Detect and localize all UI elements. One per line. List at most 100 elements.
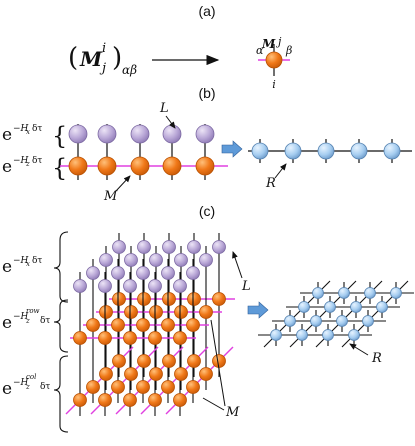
panel-c-M-row-node bbox=[162, 292, 176, 306]
panel-c-R-node bbox=[310, 315, 322, 327]
svg-text:e: e bbox=[2, 257, 12, 277]
panel-c-M-col-node bbox=[149, 367, 163, 381]
panel-c-R-node bbox=[336, 315, 348, 327]
svg-text:δτ: δτ bbox=[40, 382, 50, 392]
panel-c-L-node bbox=[174, 253, 188, 267]
svg-text:e: e bbox=[2, 313, 12, 333]
panel-c-M-col-node bbox=[199, 367, 213, 381]
panel-label-a: (a) bbox=[198, 3, 215, 19]
tensor-node-M bbox=[265, 51, 283, 69]
panel-b-L-pointer bbox=[165, 115, 176, 129]
panel-c-M-row-node bbox=[111, 318, 125, 332]
svg-text:δτ: δτ bbox=[32, 156, 42, 166]
panel-c-M-row-node bbox=[123, 331, 137, 345]
panel-b-L-node bbox=[97, 124, 117, 144]
svg-text:−H: −H bbox=[13, 312, 29, 322]
panel-label-c: (c) bbox=[199, 203, 215, 219]
panel-c-M-pointer-1 bbox=[210, 319, 226, 407]
panel-b-row-label-x: e −H x δτ { bbox=[2, 122, 67, 150]
svg-text:z: z bbox=[25, 317, 30, 325]
node-label-i: i bbox=[272, 78, 276, 91]
panel-c-L-node bbox=[112, 240, 126, 254]
panel-b-R-node bbox=[251, 142, 269, 160]
panel-c-M-row-node bbox=[112, 292, 126, 306]
panel-c-L-pointer bbox=[232, 251, 243, 279]
node-label-M: M bbox=[261, 37, 276, 51]
svg-text:{: { bbox=[52, 122, 67, 150]
panel-c-M-col-node bbox=[186, 380, 200, 394]
panel-c-R-node bbox=[350, 301, 362, 313]
panel-c-R-node bbox=[348, 329, 360, 341]
svg-text:row: row bbox=[26, 307, 40, 315]
panel-c-result-lattice bbox=[258, 280, 414, 348]
panel-c-M-row-node bbox=[98, 331, 112, 345]
panel-c-L-node bbox=[186, 266, 200, 280]
panel-c-M-col-node bbox=[112, 354, 126, 368]
panel-c-R-node bbox=[270, 329, 282, 341]
matrix-symbol: M bbox=[79, 47, 103, 71]
panel-b-R-node bbox=[317, 142, 335, 160]
panel-c-R-node bbox=[390, 287, 402, 299]
panel-b-M-node bbox=[195, 156, 215, 176]
svg-text:z: z bbox=[25, 383, 30, 391]
svg-text:e: e bbox=[2, 379, 12, 399]
panel-b-M-node bbox=[68, 156, 88, 176]
panel-c-M-row-node bbox=[99, 305, 113, 319]
panel-c-label-M: M bbox=[225, 405, 240, 420]
panel-c-label-L: L bbox=[241, 279, 251, 294]
panel-c-M-row-node bbox=[187, 292, 201, 306]
node-label-beta: β bbox=[285, 44, 292, 57]
svg-text:{: { bbox=[52, 154, 67, 182]
panel-c-M-pointer-2 bbox=[202, 397, 225, 411]
panel-b-transform-arrow bbox=[221, 140, 243, 158]
panel-c-R-node bbox=[362, 315, 374, 327]
panel-b-R-node bbox=[350, 142, 368, 160]
panel-c-M-row-node bbox=[124, 305, 138, 319]
panel-b-label-M: M bbox=[103, 189, 118, 204]
panel-c-R-node bbox=[298, 301, 310, 313]
panel-b-R-node bbox=[383, 142, 401, 160]
panel-c-M-col-node bbox=[99, 367, 113, 381]
svg-text:δτ: δτ bbox=[40, 316, 50, 326]
panel-b-M-node bbox=[130, 156, 150, 176]
panel-b-L-node bbox=[162, 124, 182, 144]
panel-c-transform-arrow bbox=[247, 301, 269, 319]
svg-text:e: e bbox=[2, 157, 12, 177]
panel-c-M-col-node bbox=[86, 380, 100, 394]
node-label-alpha: α bbox=[256, 44, 264, 57]
panel-c-R-node bbox=[364, 287, 376, 299]
panel-c-M-row-node bbox=[149, 305, 163, 319]
panel-c-R-node bbox=[338, 287, 350, 299]
panel-c-L-node bbox=[173, 279, 187, 293]
panel-c-L-node bbox=[162, 240, 176, 254]
panel-b-network bbox=[60, 124, 228, 180]
panel-c-M-row-node bbox=[173, 331, 187, 345]
panel-c-L-node bbox=[136, 266, 150, 280]
svg-text:δτ: δτ bbox=[32, 256, 42, 266]
panel-b-M-node bbox=[162, 156, 182, 176]
panel-c-L-node bbox=[149, 253, 163, 267]
panel-c-L-node bbox=[212, 240, 226, 254]
panel-c-M-row-node bbox=[136, 318, 150, 332]
panel-c-L-node bbox=[98, 279, 112, 293]
panel-c-M-col-node bbox=[111, 380, 125, 394]
panel-c-L-node bbox=[73, 279, 87, 293]
panel-c-M-row-node bbox=[86, 318, 100, 332]
panel-c-R-node bbox=[324, 301, 336, 313]
panel-c-R-node bbox=[312, 287, 324, 299]
matrix-subscript: αβ bbox=[122, 63, 137, 77]
panel-b-row-label-z: e −H z δτ { bbox=[2, 154, 67, 182]
panel-b-label-R: R bbox=[265, 176, 276, 191]
panel-b-L-node bbox=[68, 124, 88, 144]
panel-c-R-node bbox=[296, 329, 308, 341]
matrix-lower-index: j bbox=[99, 61, 106, 76]
svg-text:−H: −H bbox=[13, 124, 29, 134]
panel-c-R-node bbox=[376, 301, 388, 313]
panel-c-L-node bbox=[199, 253, 213, 267]
panel-c-M-col-node bbox=[137, 354, 151, 368]
panel-b-R-pointer bbox=[274, 163, 287, 179]
panel-c-row-label-zcol: e −H z col δτ bbox=[2, 355, 69, 433]
panel-c-row-label-x: e −H x δτ bbox=[2, 231, 69, 303]
panel-b-M-pointer bbox=[115, 175, 131, 192]
